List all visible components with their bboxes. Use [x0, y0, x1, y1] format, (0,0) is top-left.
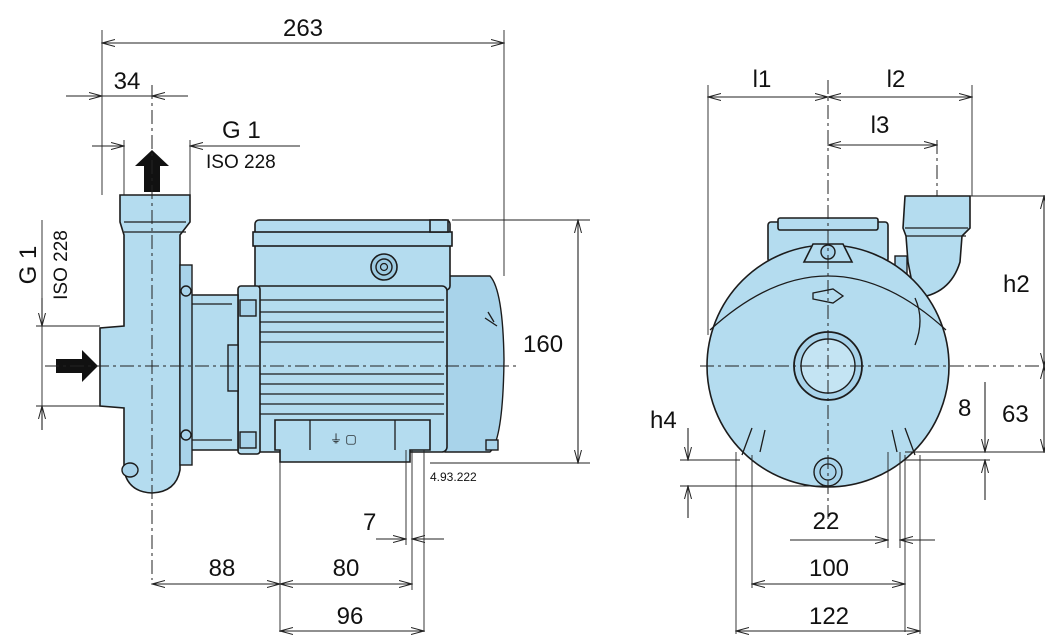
dim-suction-offset: 34 [114, 68, 141, 95]
label-l2: l2 [887, 66, 906, 93]
dim-63: 63 [1002, 401, 1029, 428]
outlet-thread: G 1 [222, 117, 261, 144]
drawing-code: 4.93.222 [430, 470, 477, 484]
front-view: l1 l2 l3 h2 63 8 h4 22 100 [650, 66, 1045, 634]
outlet-stub [902, 195, 971, 299]
cooling-fins [258, 299, 444, 415]
dim-100: 100 [809, 555, 849, 582]
side-view: ⏚ ▢ 263 34 G 1 [15, 15, 590, 632]
dim-122: 122 [809, 603, 849, 630]
dim-22: 22 [813, 508, 840, 535]
inlet-thread: G 1 [15, 246, 42, 285]
motor-foot [274, 419, 431, 463]
cable-gland [370, 253, 398, 281]
dim-overall-length: 263 [283, 15, 323, 42]
ground-symbol: ⏚ ▢ [330, 432, 357, 446]
pump-casing [99, 194, 191, 494]
outlet-thread-std: ISO 228 [206, 152, 276, 173]
label-l3: l3 [871, 112, 890, 139]
dim-7: 7 [363, 509, 376, 536]
dim-88: 88 [209, 555, 236, 582]
label-h2: h2 [1003, 271, 1030, 298]
dim-80: 80 [333, 555, 360, 582]
terminal-box [254, 219, 451, 291]
fan-cover [444, 275, 505, 453]
dim-96: 96 [337, 603, 364, 630]
dim-height: 160 [523, 331, 563, 358]
inlet-thread-std: ISO 228 [51, 230, 72, 300]
dim-8: 8 [958, 395, 971, 422]
label-l1: l1 [753, 66, 772, 93]
label-h4: h4 [650, 407, 677, 434]
